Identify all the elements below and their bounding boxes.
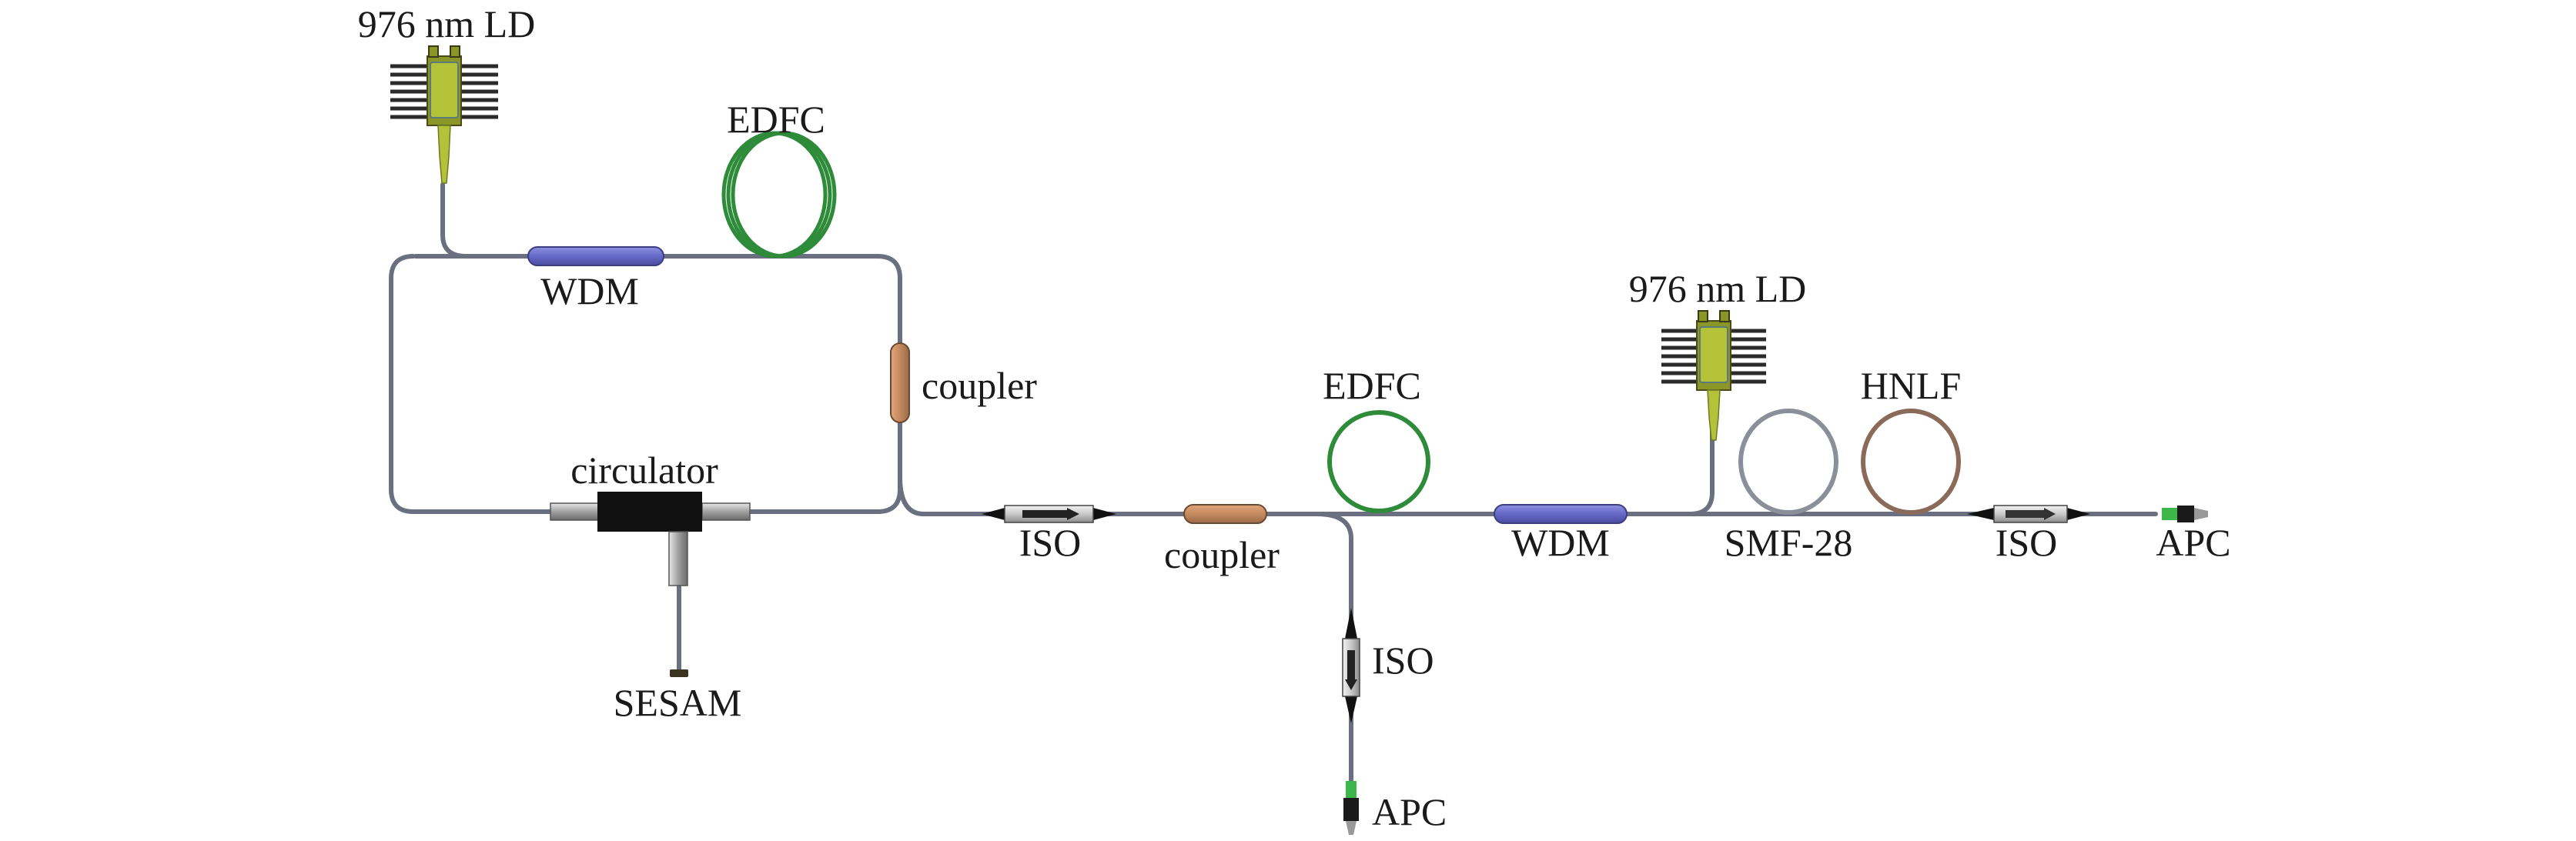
hnlf-label: HNLF xyxy=(1861,364,1962,407)
hnlf-coil xyxy=(1861,409,1961,515)
edfc2-label: EDFC xyxy=(1323,364,1421,407)
edfc-coil-1 xyxy=(721,131,837,259)
wdm-2 xyxy=(1494,504,1628,524)
edfc-coil-2 xyxy=(1327,410,1430,513)
smf-label: SMF-28 xyxy=(1725,521,1853,564)
smf28-coil xyxy=(1738,409,1838,515)
wdm1-label: WDM xyxy=(540,269,639,312)
output-fiber xyxy=(677,398,2158,818)
laser-diode-2 xyxy=(1661,310,1766,441)
ld1-label: 976 nm LD xyxy=(358,2,536,45)
sesam-label: SESAM xyxy=(614,681,742,724)
coupler2-label: coupler xyxy=(1164,533,1280,576)
wdm2-label: WDM xyxy=(1511,521,1610,564)
circulator-label: circulator xyxy=(570,449,718,492)
isolator-3 xyxy=(1967,505,2090,523)
ring-cavity-fiber xyxy=(389,182,902,514)
isolator-1 xyxy=(982,505,1116,523)
iso2-label: ISO xyxy=(1372,639,1434,682)
laser-diode-1 xyxy=(390,45,498,184)
edfc1-label: EDFC xyxy=(727,98,825,141)
iso3-label: ISO xyxy=(1996,521,2058,564)
coupler-2 xyxy=(1183,504,1267,524)
wdm-1 xyxy=(527,246,664,266)
apc-connector-branch xyxy=(1343,781,1359,835)
apc-out-label: APC xyxy=(2156,521,2230,564)
apc-connector-out xyxy=(2162,506,2208,522)
isolator-2 xyxy=(1342,608,1360,723)
iso1-label: ISO xyxy=(1019,521,1082,564)
ld2-label: 976 nm LD xyxy=(1629,267,1807,310)
sesam xyxy=(670,669,688,677)
circulator xyxy=(550,492,751,586)
apc-branch-label: APC xyxy=(1372,790,1447,833)
coupler1-label: coupler xyxy=(922,364,1037,407)
coupler-1 xyxy=(890,342,910,423)
